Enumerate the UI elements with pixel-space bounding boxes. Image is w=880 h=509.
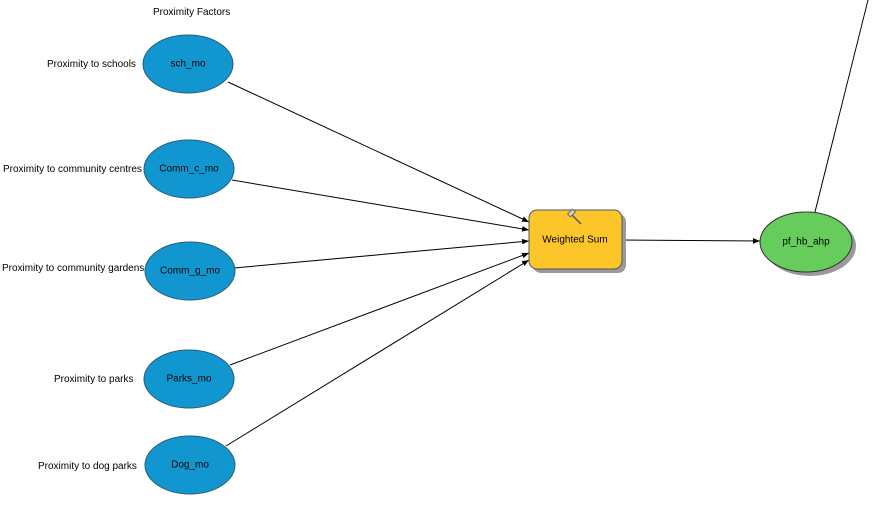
diagram-title: Proximity Factors xyxy=(153,7,230,18)
node-dog-mo-label: Dog_mo xyxy=(171,460,209,471)
edge-weighted-sum-to-output xyxy=(621,238,761,244)
edge-output-offscreen xyxy=(814,0,869,213)
node-comm-g-mo[interactable]: Comm_g_mo xyxy=(144,241,236,301)
node-dog-mo[interactable]: Dog_mo xyxy=(144,435,236,495)
node-parks-mo[interactable]: Parks_mo xyxy=(143,349,235,409)
hammer-icon xyxy=(567,208,582,225)
edge-parks-to-weighted-sum xyxy=(229,252,530,366)
node-sch-mo[interactable]: sch_mo xyxy=(142,34,234,94)
node-comm-c-mo-label: Comm_c_mo xyxy=(159,164,219,175)
node-comm-c-mo[interactable]: Comm_c_mo xyxy=(143,139,235,199)
edge-comm-centres-to-weighted-sum xyxy=(231,179,530,232)
label-proximity-community-gardens: Proximity to community gardens xyxy=(2,263,144,274)
output-pf-hb-ahp-label: pf_hb_ahp xyxy=(782,237,830,248)
node-sch-mo-label: sch_mo xyxy=(170,59,205,70)
edge-schools-to-weighted-sum xyxy=(227,81,530,223)
tool-weighted-sum-label: Weighted Sum xyxy=(542,235,607,246)
output-pf-hb-ahp[interactable]: pf_hb_ahp xyxy=(759,211,856,276)
tool-weighted-sum[interactable]: Weighted Sum xyxy=(528,208,626,273)
node-parks-mo-label: Parks_mo xyxy=(166,374,211,385)
edge-dog-parks-to-weighted-sum xyxy=(225,259,530,447)
label-proximity-schools: Proximity to schools xyxy=(47,59,136,70)
node-comm-g-mo-label: Comm_g_mo xyxy=(160,266,220,277)
edge-comm-gardens-to-weighted-sum xyxy=(233,238,530,269)
label-proximity-dog-parks: Proximity to dog parks xyxy=(38,461,137,472)
label-proximity-parks: Proximity to parks xyxy=(54,374,133,385)
label-proximity-community-centres: Proximity to community centres xyxy=(3,164,142,175)
